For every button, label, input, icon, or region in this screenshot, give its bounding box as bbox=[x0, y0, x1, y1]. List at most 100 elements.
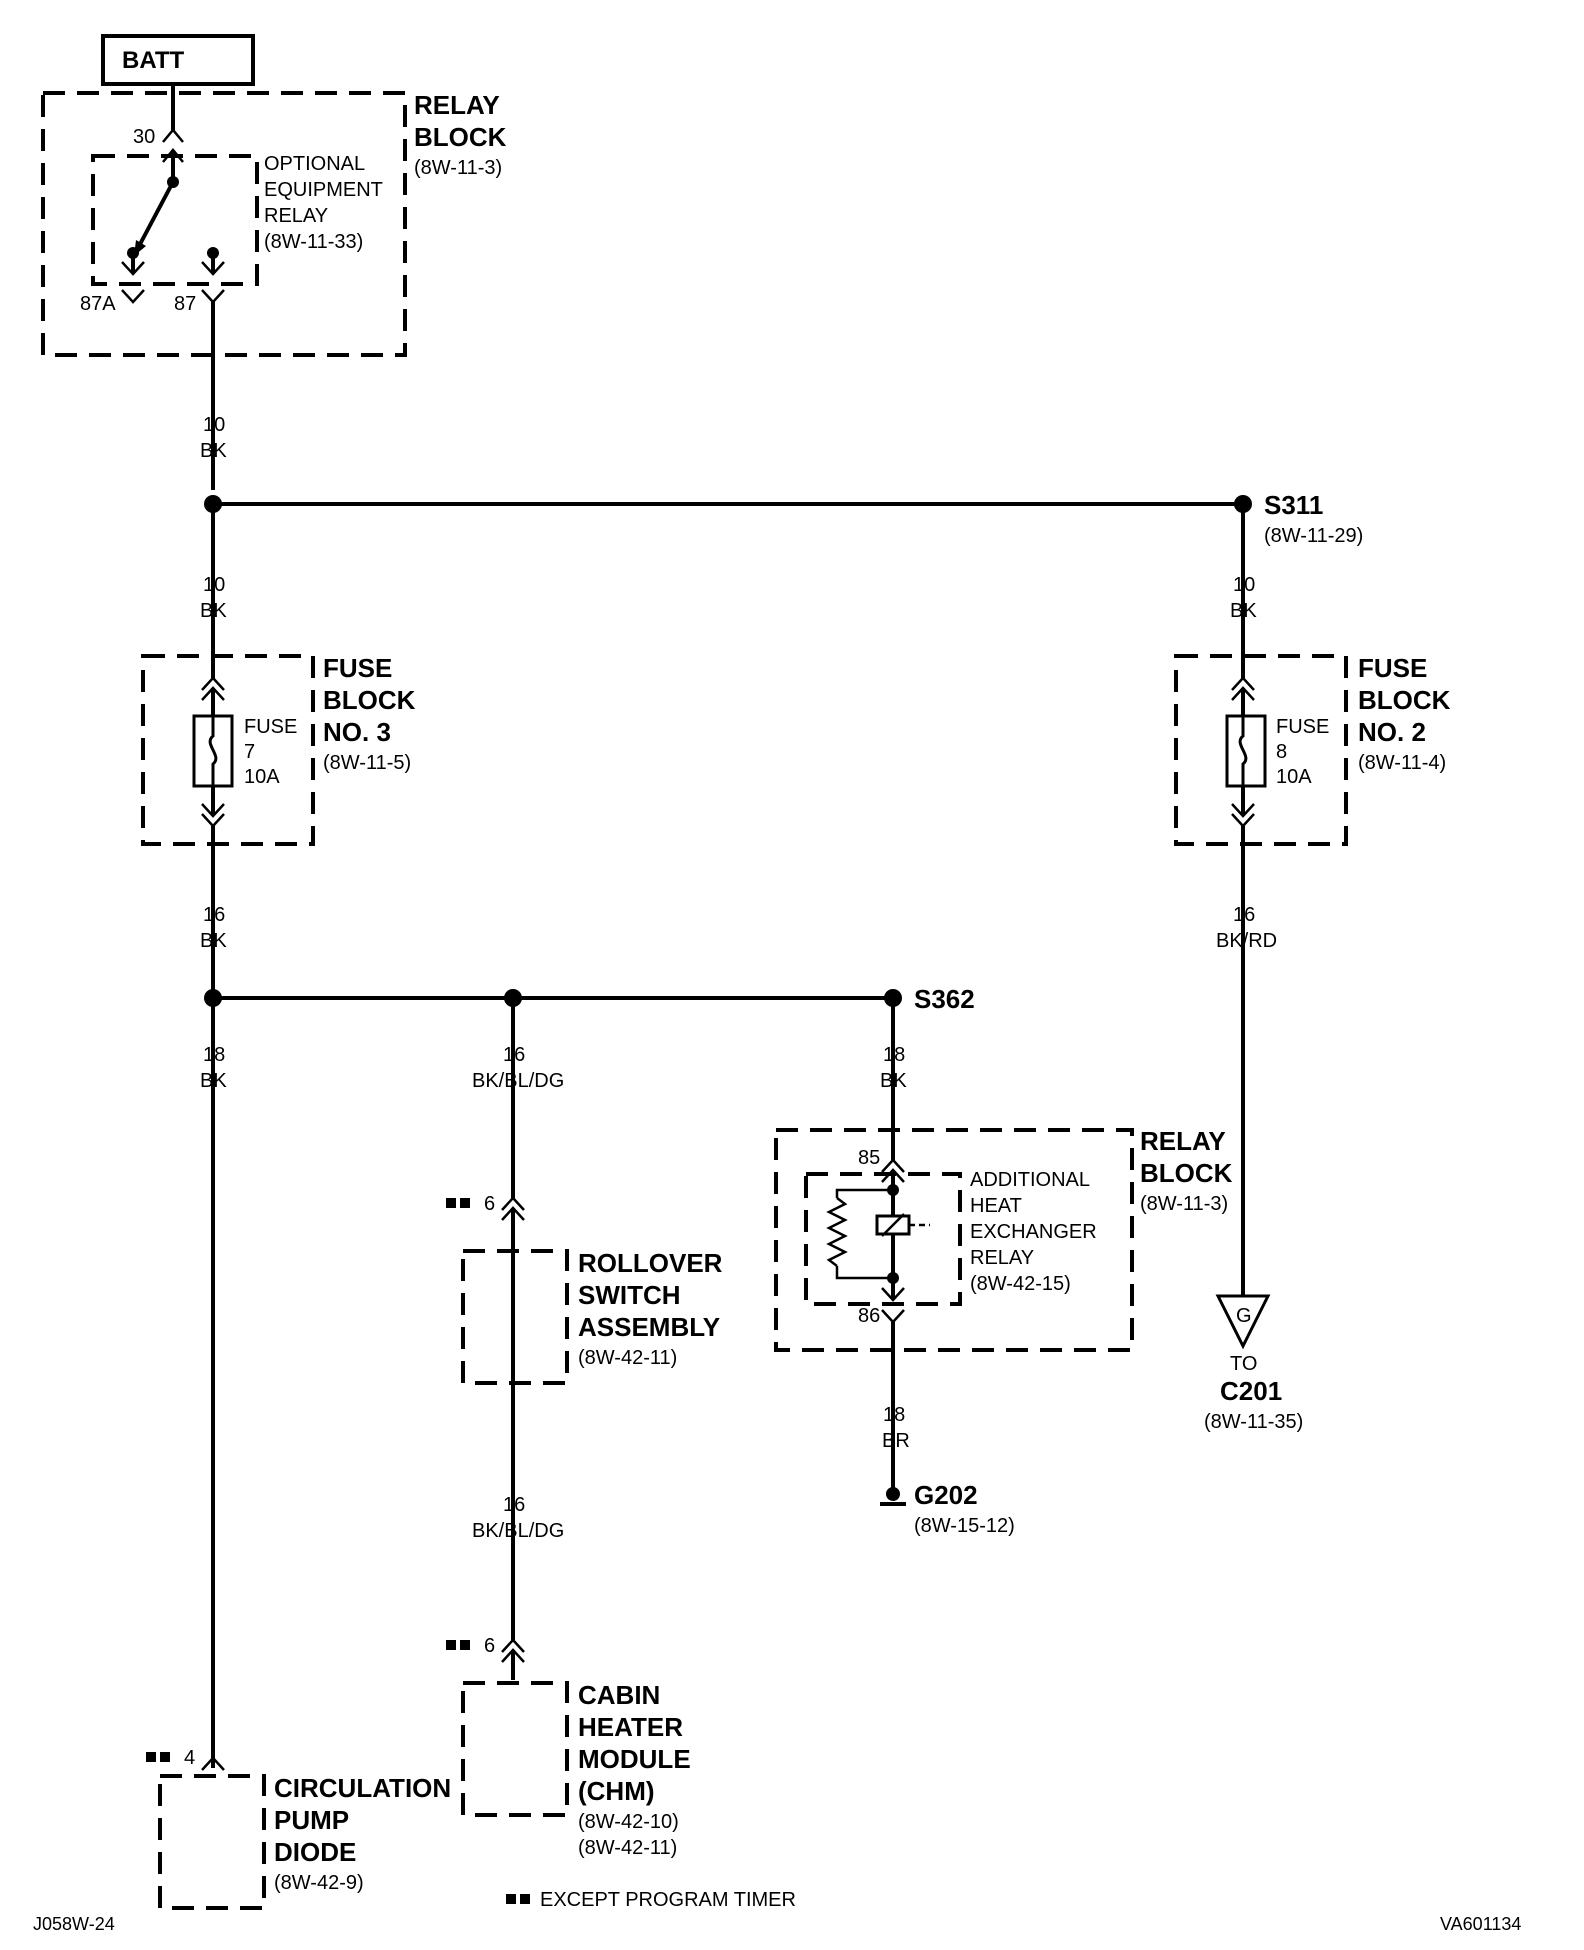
wire-18bk-color-2: BK bbox=[880, 1070, 907, 1092]
relay-block-mid-title-1: RELAY bbox=[1140, 1126, 1226, 1156]
wire-10bk-gauge-2: 10 bbox=[203, 574, 225, 596]
wire-16bkbldg-color-1: BK/BL/DG bbox=[472, 1070, 564, 1092]
wire-16bkbldg-gauge-1: 16 bbox=[503, 1044, 525, 1066]
relay-block-top-ref: (8W-11-3) bbox=[414, 157, 502, 179]
rollover-pin: 6 bbox=[484, 1193, 495, 1215]
fuse-block-3-title-1: FUSE bbox=[323, 653, 392, 683]
wire-10bk-gauge-3: 10 bbox=[1233, 574, 1255, 596]
chm-title-4: (CHM) bbox=[578, 1776, 655, 1806]
fuse-7-amps: 10A bbox=[244, 766, 280, 788]
rollover-title-2: SWITCH bbox=[578, 1280, 681, 1310]
exception-marker-icon bbox=[506, 1894, 530, 1904]
wire-10bk-color-3: BK bbox=[1230, 600, 1257, 622]
optional-relay-line2: EQUIPMENT bbox=[264, 179, 383, 201]
ground-icon bbox=[880, 1487, 906, 1506]
relay-coil-icon bbox=[826, 1170, 930, 1284]
g202-label: G202 bbox=[914, 1480, 978, 1510]
rollover-title-3: ASSEMBLY bbox=[578, 1312, 720, 1342]
fuse-block-3-title-2: BLOCK bbox=[323, 685, 416, 715]
chm-ref-1: (8W-42-10) bbox=[578, 1811, 679, 1833]
circ-pump-title-2: PUMP bbox=[274, 1805, 349, 1835]
c201-to: TO bbox=[1230, 1353, 1257, 1375]
fuse-7-number: 7 bbox=[244, 741, 255, 763]
pin-85-label: 85 bbox=[858, 1147, 880, 1169]
c201-ref: (8W-11-35) bbox=[1204, 1411, 1303, 1433]
rollover-title-1: ROLLOVER bbox=[578, 1248, 723, 1278]
fuse-block-3-ref: (8W-11-5) bbox=[323, 752, 411, 774]
exception-marker-icon bbox=[446, 1198, 470, 1208]
heat-relay-ref: (8W-42-15) bbox=[970, 1273, 1071, 1295]
optional-relay-line3: RELAY bbox=[264, 205, 328, 227]
rollover-ref: (8W-42-11) bbox=[578, 1347, 677, 1369]
heat-relay-line4: RELAY bbox=[970, 1247, 1034, 1269]
c201-label: C201 bbox=[1220, 1376, 1282, 1406]
optional-relay-ref: (8W-11-33) bbox=[264, 231, 363, 253]
fuse-7-label: FUSE bbox=[244, 716, 297, 738]
circ-pump-ref: (8W-42-9) bbox=[274, 1872, 364, 1894]
footer-left-code: J058W-24 bbox=[33, 1914, 115, 1934]
pin-86-label: 86 bbox=[858, 1305, 880, 1327]
pin-87a-label: 87A bbox=[80, 293, 116, 315]
batt-box: BATT bbox=[101, 34, 255, 86]
relay-block-mid-ref: (8W-11-3) bbox=[1140, 1193, 1228, 1215]
wire-16bkbldg-color-2: BK/BL/DG bbox=[472, 1520, 564, 1542]
heat-relay-line3: EXCHANGER bbox=[970, 1221, 1097, 1243]
fuse-8-label: FUSE bbox=[1276, 716, 1329, 738]
fuse-block-3-title-3: NO. 3 bbox=[323, 717, 391, 747]
wire-16bkrd-color: BK/RD bbox=[1216, 930, 1277, 952]
g202-ref: (8W-15-12) bbox=[914, 1515, 1015, 1537]
wire-18br-gauge: 18 bbox=[883, 1404, 905, 1426]
wire-16bk-gauge: 16 bbox=[203, 904, 225, 926]
circ-pump-box bbox=[158, 1774, 266, 1910]
s311-ref: (8W-11-29) bbox=[1264, 525, 1363, 547]
heat-relay-line1: ADDITIONAL bbox=[970, 1169, 1090, 1191]
svg-text:G: G bbox=[1236, 1305, 1252, 1327]
fuse-7-icon bbox=[192, 714, 234, 788]
batt-label: BATT bbox=[122, 47, 185, 74]
chm-ref-2: (8W-42-11) bbox=[578, 1837, 677, 1859]
relay-block-mid-title-2: BLOCK bbox=[1140, 1158, 1233, 1188]
relay-block-top-box bbox=[41, 91, 407, 357]
relay-block-mid-box bbox=[774, 1128, 1134, 1352]
exception-marker-icon bbox=[146, 1752, 170, 1762]
wire-18br-color: BR bbox=[882, 1430, 910, 1452]
fuse-block-2-box bbox=[1174, 654, 1348, 846]
footer-right-code: VA601134 bbox=[1440, 1914, 1521, 1934]
pin-30-label: 30 bbox=[133, 126, 155, 148]
wire-16bkbldg-gauge-2: 16 bbox=[503, 1494, 525, 1516]
chm-box bbox=[461, 1681, 569, 1817]
wire-18bk-color-1: BK bbox=[200, 1070, 227, 1092]
exception-marker-icon bbox=[446, 1640, 470, 1650]
wire-10bk-gauge-1: 10 bbox=[203, 414, 225, 436]
wire-10bk-color-2: BK bbox=[200, 600, 227, 622]
pin-87-label: 87 bbox=[174, 293, 196, 315]
relay-block-top-title-2: BLOCK bbox=[414, 122, 507, 152]
chm-title-2: HEATER bbox=[578, 1712, 683, 1742]
relay-block-top-title-1: RELAY bbox=[414, 90, 500, 120]
s311-label: S311 bbox=[1264, 490, 1323, 520]
wire-18bk-gauge-2: 18 bbox=[883, 1044, 905, 1066]
connector-triangle-icon: G bbox=[1215, 1294, 1271, 1350]
fuse-8-amps: 10A bbox=[1276, 766, 1312, 788]
wire-10bk-color-1: BK bbox=[200, 440, 227, 462]
fuse-8-icon bbox=[1225, 714, 1267, 788]
circ-pump-title-1: CIRCULATION bbox=[274, 1773, 451, 1803]
optional-relay-line1: OPTIONAL bbox=[264, 153, 365, 175]
chm-title-1: CABIN bbox=[578, 1680, 660, 1710]
fuse-block-2-title-1: FUSE bbox=[1358, 653, 1427, 683]
circ-pump-pin: 4 bbox=[184, 1747, 195, 1769]
heat-relay-line2: HEAT bbox=[970, 1195, 1022, 1217]
fuse-block-2-ref: (8W-11-4) bbox=[1358, 752, 1446, 774]
circ-pump-title-3: DIODE bbox=[274, 1837, 356, 1867]
wire-16bk-color: BK bbox=[200, 930, 227, 952]
fuse-block-2-title-3: NO. 2 bbox=[1358, 717, 1426, 747]
fuse-block-3-box bbox=[141, 654, 315, 846]
fuse-8-number: 8 bbox=[1276, 741, 1287, 763]
chm-title-3: MODULE bbox=[578, 1744, 691, 1774]
wire-16bkrd-gauge: 16 bbox=[1233, 904, 1255, 926]
legend-text: EXCEPT PROGRAM TIMER bbox=[540, 1889, 796, 1911]
heat-relay-box bbox=[804, 1172, 962, 1306]
fuse-block-2-title-2: BLOCK bbox=[1358, 685, 1451, 715]
wire-18bk-gauge-1: 18 bbox=[203, 1044, 225, 1066]
